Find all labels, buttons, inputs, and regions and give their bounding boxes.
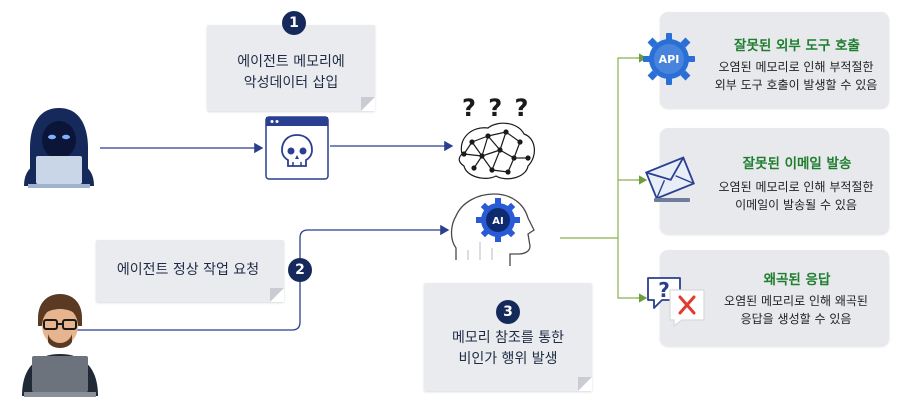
- outcome-title: 잘못된 이메일 발송: [742, 156, 852, 172]
- outcome-desc-line1: 오염된 메모리로 인해 왜곡된: [724, 294, 868, 308]
- outcome-card-tool-call: 잘못된 외부 도구 호출 오염된 메모리로 인해 부적절한 외부 도구 호출이 …: [660, 12, 889, 108]
- question-marks: ? ? ?: [462, 94, 531, 122]
- step3-number: 3: [496, 300, 520, 324]
- api-gear-icon: API: [643, 33, 695, 85]
- outcome-desc-line1: 오염된 메모리로 인해 부적절한: [718, 60, 874, 74]
- neural-brain-icon: [458, 122, 535, 180]
- outcome-title: 왜곡된 응답: [763, 272, 831, 288]
- user-icon: [22, 294, 98, 397]
- step1-number: 1: [282, 11, 306, 35]
- outcome-desc-line2: 이메일이 발송될 수 있음: [735, 198, 857, 212]
- envelope-icon: [645, 156, 695, 202]
- question-error-icon: ?: [647, 277, 705, 327]
- step2-note: [96, 240, 284, 302]
- step3-label: 메모리 참조를 통한 비인가 행위 발생: [424, 328, 592, 370]
- step1-line2: 악성데이터 삽입: [243, 75, 339, 91]
- outcome-card-email: 잘못된 이메일 발송 오염된 메모리로 인해 부적절한 이메일이 발송될 수 있…: [660, 128, 889, 234]
- step1-line1: 에이전트 메모리에: [237, 54, 345, 70]
- step3-line2: 비인가 행위 발생: [458, 351, 558, 367]
- step2-label: 에이전트 정상 작업 요청: [116, 262, 260, 278]
- step2-number: 2: [288, 258, 312, 282]
- outcome-desc-line2: 응답을 생성할 수 있음: [740, 312, 852, 326]
- outcome-description: 오염된 메모리로 인해 부적절한 이메일이 발송될 수 있음: [700, 178, 892, 214]
- outcome-desc-line2: 외부 도구 호출이 발생할 수 있음: [714, 78, 878, 92]
- step1-label: 에이전트 메모리에 악성데이터 삽입: [207, 52, 375, 94]
- step1-note: [207, 25, 375, 111]
- step3-line1: 메모리 참조를 통한: [452, 330, 564, 346]
- ai-to-outcomes-path: [560, 57, 644, 299]
- outcome-desc-line1: 오염된 메모리로 인해 부적절한: [718, 180, 874, 194]
- outcome-description: 오염된 메모리로 인해 부적절한 외부 도구 호출이 발생할 수 있음: [700, 58, 892, 94]
- ai-head-icon: AI: [450, 193, 535, 266]
- outcome-description: 오염된 메모리로 인해 왜곡된 응답을 생성할 수 있음: [700, 292, 892, 328]
- hacker-icon: [24, 108, 94, 188]
- outcome-title: 잘못된 외부 도구 호출: [734, 38, 860, 54]
- malicious-document-icon: [265, 116, 329, 180]
- ai-badge-text: AI: [492, 216, 503, 227]
- api-icon-text: API: [659, 53, 680, 66]
- svg-text:?: ?: [658, 278, 670, 302]
